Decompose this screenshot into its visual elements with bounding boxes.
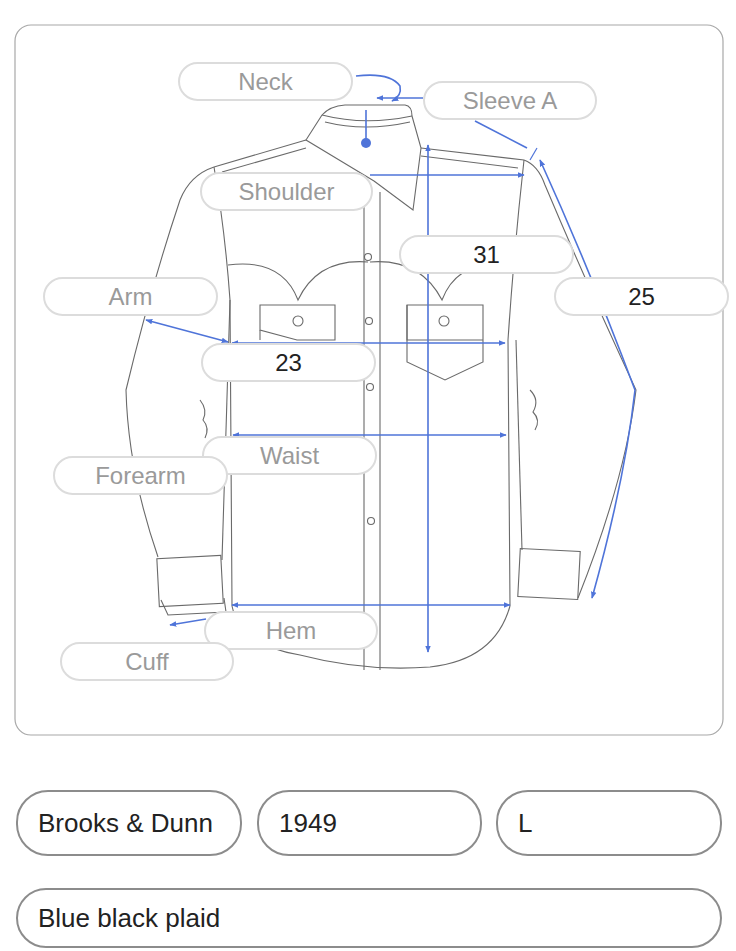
measurement-value: 25	[554, 277, 729, 316]
label-text: Arm	[109, 283, 153, 311]
measurement-label: Neck	[178, 62, 353, 101]
label-text: Shoulder	[238, 178, 334, 206]
measurement-label: Forearm	[53, 456, 228, 495]
form-field: Blue black plaid	[16, 888, 722, 948]
field-text: 1949	[279, 808, 337, 839]
measurement-label: Hem	[204, 611, 378, 650]
field-text: L	[518, 808, 532, 839]
measurement-label: Arm	[43, 277, 218, 316]
label-text: Neck	[238, 68, 293, 96]
label-text: Forearm	[95, 462, 186, 490]
value-text: 25	[628, 283, 655, 311]
field-text: Blue black plaid	[38, 903, 220, 934]
shirt-outline	[126, 105, 636, 670]
label-text: Waist	[260, 442, 319, 470]
value-text: 31	[473, 241, 500, 269]
label-text: Hem	[266, 617, 317, 645]
field-text: Brooks & Dunn	[38, 808, 213, 839]
measurement-label: Shoulder	[200, 172, 373, 211]
measurement-label: Cuff	[60, 642, 234, 681]
form-field: 1949	[257, 790, 482, 856]
form-field: Brooks & Dunn	[16, 790, 242, 856]
measurement-lines	[146, 75, 635, 652]
value-text: 23	[275, 349, 302, 377]
diagram-frame	[15, 25, 723, 735]
label-text: Sleeve A	[463, 87, 558, 115]
neck-dot	[361, 138, 371, 148]
measurement-value: 23	[201, 343, 376, 382]
measurement-label: Sleeve A	[423, 81, 597, 120]
measurement-value: 31	[399, 235, 574, 274]
form-field: L	[496, 790, 722, 856]
measurement-label: Waist	[202, 436, 377, 475]
label-text: Cuff	[125, 648, 169, 676]
